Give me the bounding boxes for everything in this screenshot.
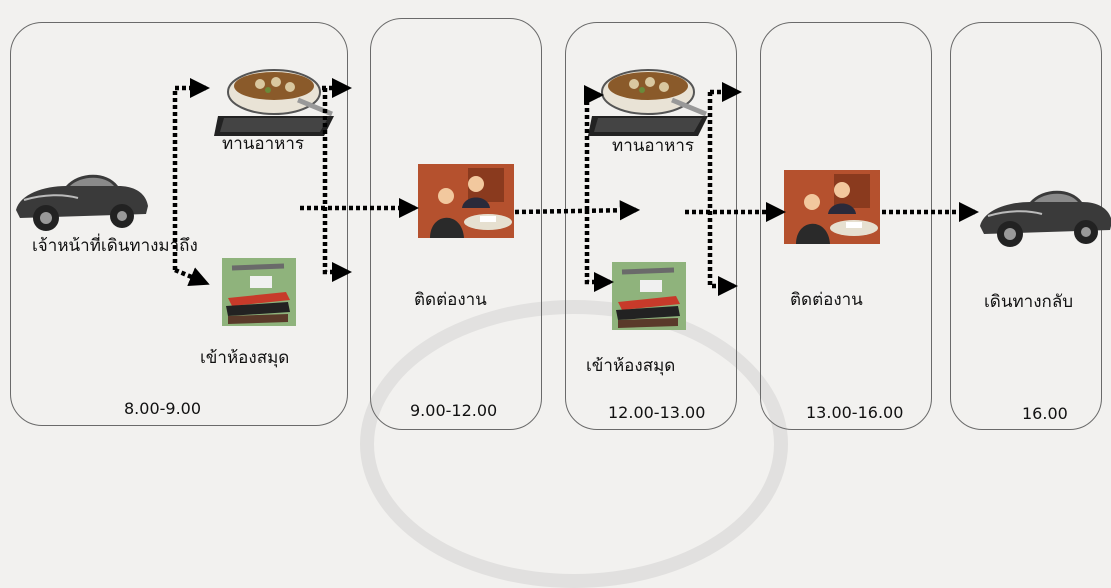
label-work-1: ติดต่องาน: [414, 290, 487, 310]
time-4: 13.00-16.00: [806, 403, 904, 422]
meeting-icon: [418, 164, 514, 238]
label-eat-2: ทานอาหาร: [612, 136, 695, 156]
car-icon: [15, 173, 149, 232]
label-work-2: ติดต่องาน: [790, 290, 863, 310]
label-library-1: เข้าห้องสมุด: [200, 348, 290, 368]
time-5: 16.00: [1022, 404, 1068, 423]
arrow-library-2-exit: [707, 92, 739, 297]
meeting-icon: [784, 170, 880, 244]
label-arrive: เจ้าหน้าที่เดินทางมาถึง: [32, 236, 198, 256]
time-1: 8.00-9.00: [124, 399, 202, 418]
arrow-to-food: [172, 77, 211, 270]
arrow-library-exit: [322, 88, 353, 283]
food-bowl-icon: [214, 70, 334, 136]
label-eat-1: ทานอาหาร: [222, 134, 305, 154]
flow-diagram: [15, 0, 1111, 430]
label-return: เดินทางกลับ: [984, 292, 1074, 312]
arrow-work-1-exit: [514, 200, 641, 221]
arrow-to-library-2: [584, 210, 615, 293]
car-icon: [979, 189, 1111, 248]
arrow-to-library: [174, 267, 210, 287]
arrow-to-food-2: [583, 84, 605, 210]
time-2: 9.00-12.00: [410, 401, 498, 420]
food-bowl-icon: [588, 70, 708, 136]
library-books-icon: [222, 258, 296, 326]
time-3: 12.00-13.00: [608, 403, 706, 422]
label-library-2: เข้าห้องสมุด: [586, 356, 676, 376]
library-books-icon: [612, 262, 686, 330]
